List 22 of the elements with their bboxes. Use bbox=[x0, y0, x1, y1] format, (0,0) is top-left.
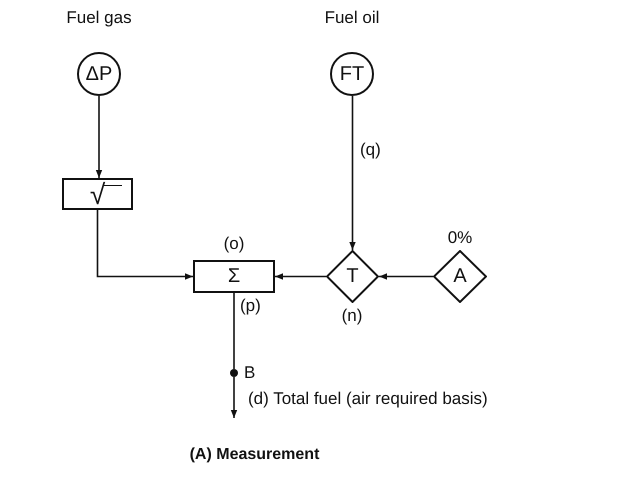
instrument-circle: ΔP bbox=[77, 52, 121, 96]
node-caption: B bbox=[244, 363, 256, 383]
node-caption: (o) bbox=[222, 234, 246, 254]
arrow bbox=[379, 273, 433, 280]
node-caption: Fuel gas bbox=[65, 8, 133, 28]
function-box: Σ bbox=[193, 260, 275, 293]
function-diamond: A bbox=[433, 250, 487, 303]
function-box: √ bbox=[62, 178, 133, 210]
instrument-circle: FT bbox=[330, 52, 374, 96]
arrow bbox=[96, 210, 193, 280]
edge-label: (q) bbox=[360, 140, 381, 160]
arrow bbox=[349, 96, 356, 250]
junction-dot bbox=[230, 369, 238, 377]
node-caption: 0% bbox=[446, 228, 474, 248]
caption: (A) Measurement bbox=[188, 446, 320, 464]
arrow bbox=[96, 96, 102, 178]
edge-label: (p) bbox=[240, 296, 261, 316]
output-label: (d) Total fuel (air required basis) bbox=[248, 389, 488, 409]
function-diamond: T bbox=[326, 250, 379, 303]
arrow bbox=[230, 377, 238, 418]
node-caption: Fuel oil bbox=[324, 8, 380, 28]
arrow bbox=[275, 273, 326, 280]
